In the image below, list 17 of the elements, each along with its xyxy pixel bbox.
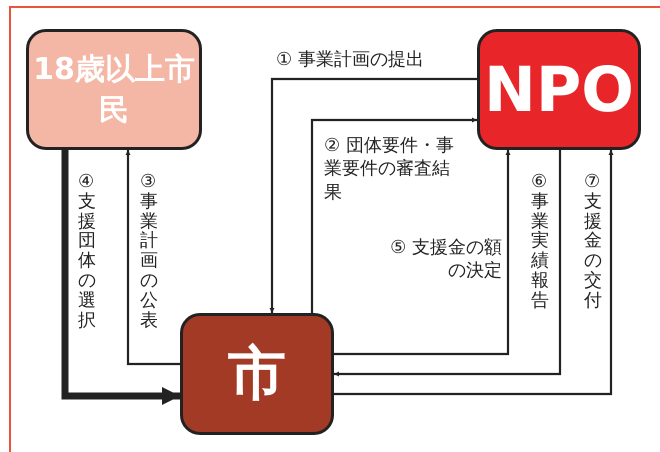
organization-box: NPO (477, 29, 641, 150)
edge-label: ④支援団体の選択 (78, 172, 96, 330)
edge-label: ⑦支援金の交付 (584, 172, 602, 311)
edge-label: ② 団体要件・事業要件の審査結果 (324, 134, 455, 204)
edge-label: ⑤ 支援金の額の決定 (389, 236, 502, 283)
arrow (270, 78, 477, 313)
edge-label: ⑥事業実績報告 (531, 172, 549, 311)
arrow (334, 150, 562, 376)
edge-label: ③事業計画の公表 (140, 172, 158, 330)
thick-arrow (62, 150, 180, 405)
arrow (310, 118, 477, 313)
arrow (126, 150, 180, 366)
group-box: 18歳以上市民 (26, 29, 202, 150)
city-box: 市 (180, 313, 334, 435)
edge-label: ① 事業計画の提出 (276, 48, 424, 72)
arrow (334, 150, 614, 396)
arrow (334, 150, 510, 356)
